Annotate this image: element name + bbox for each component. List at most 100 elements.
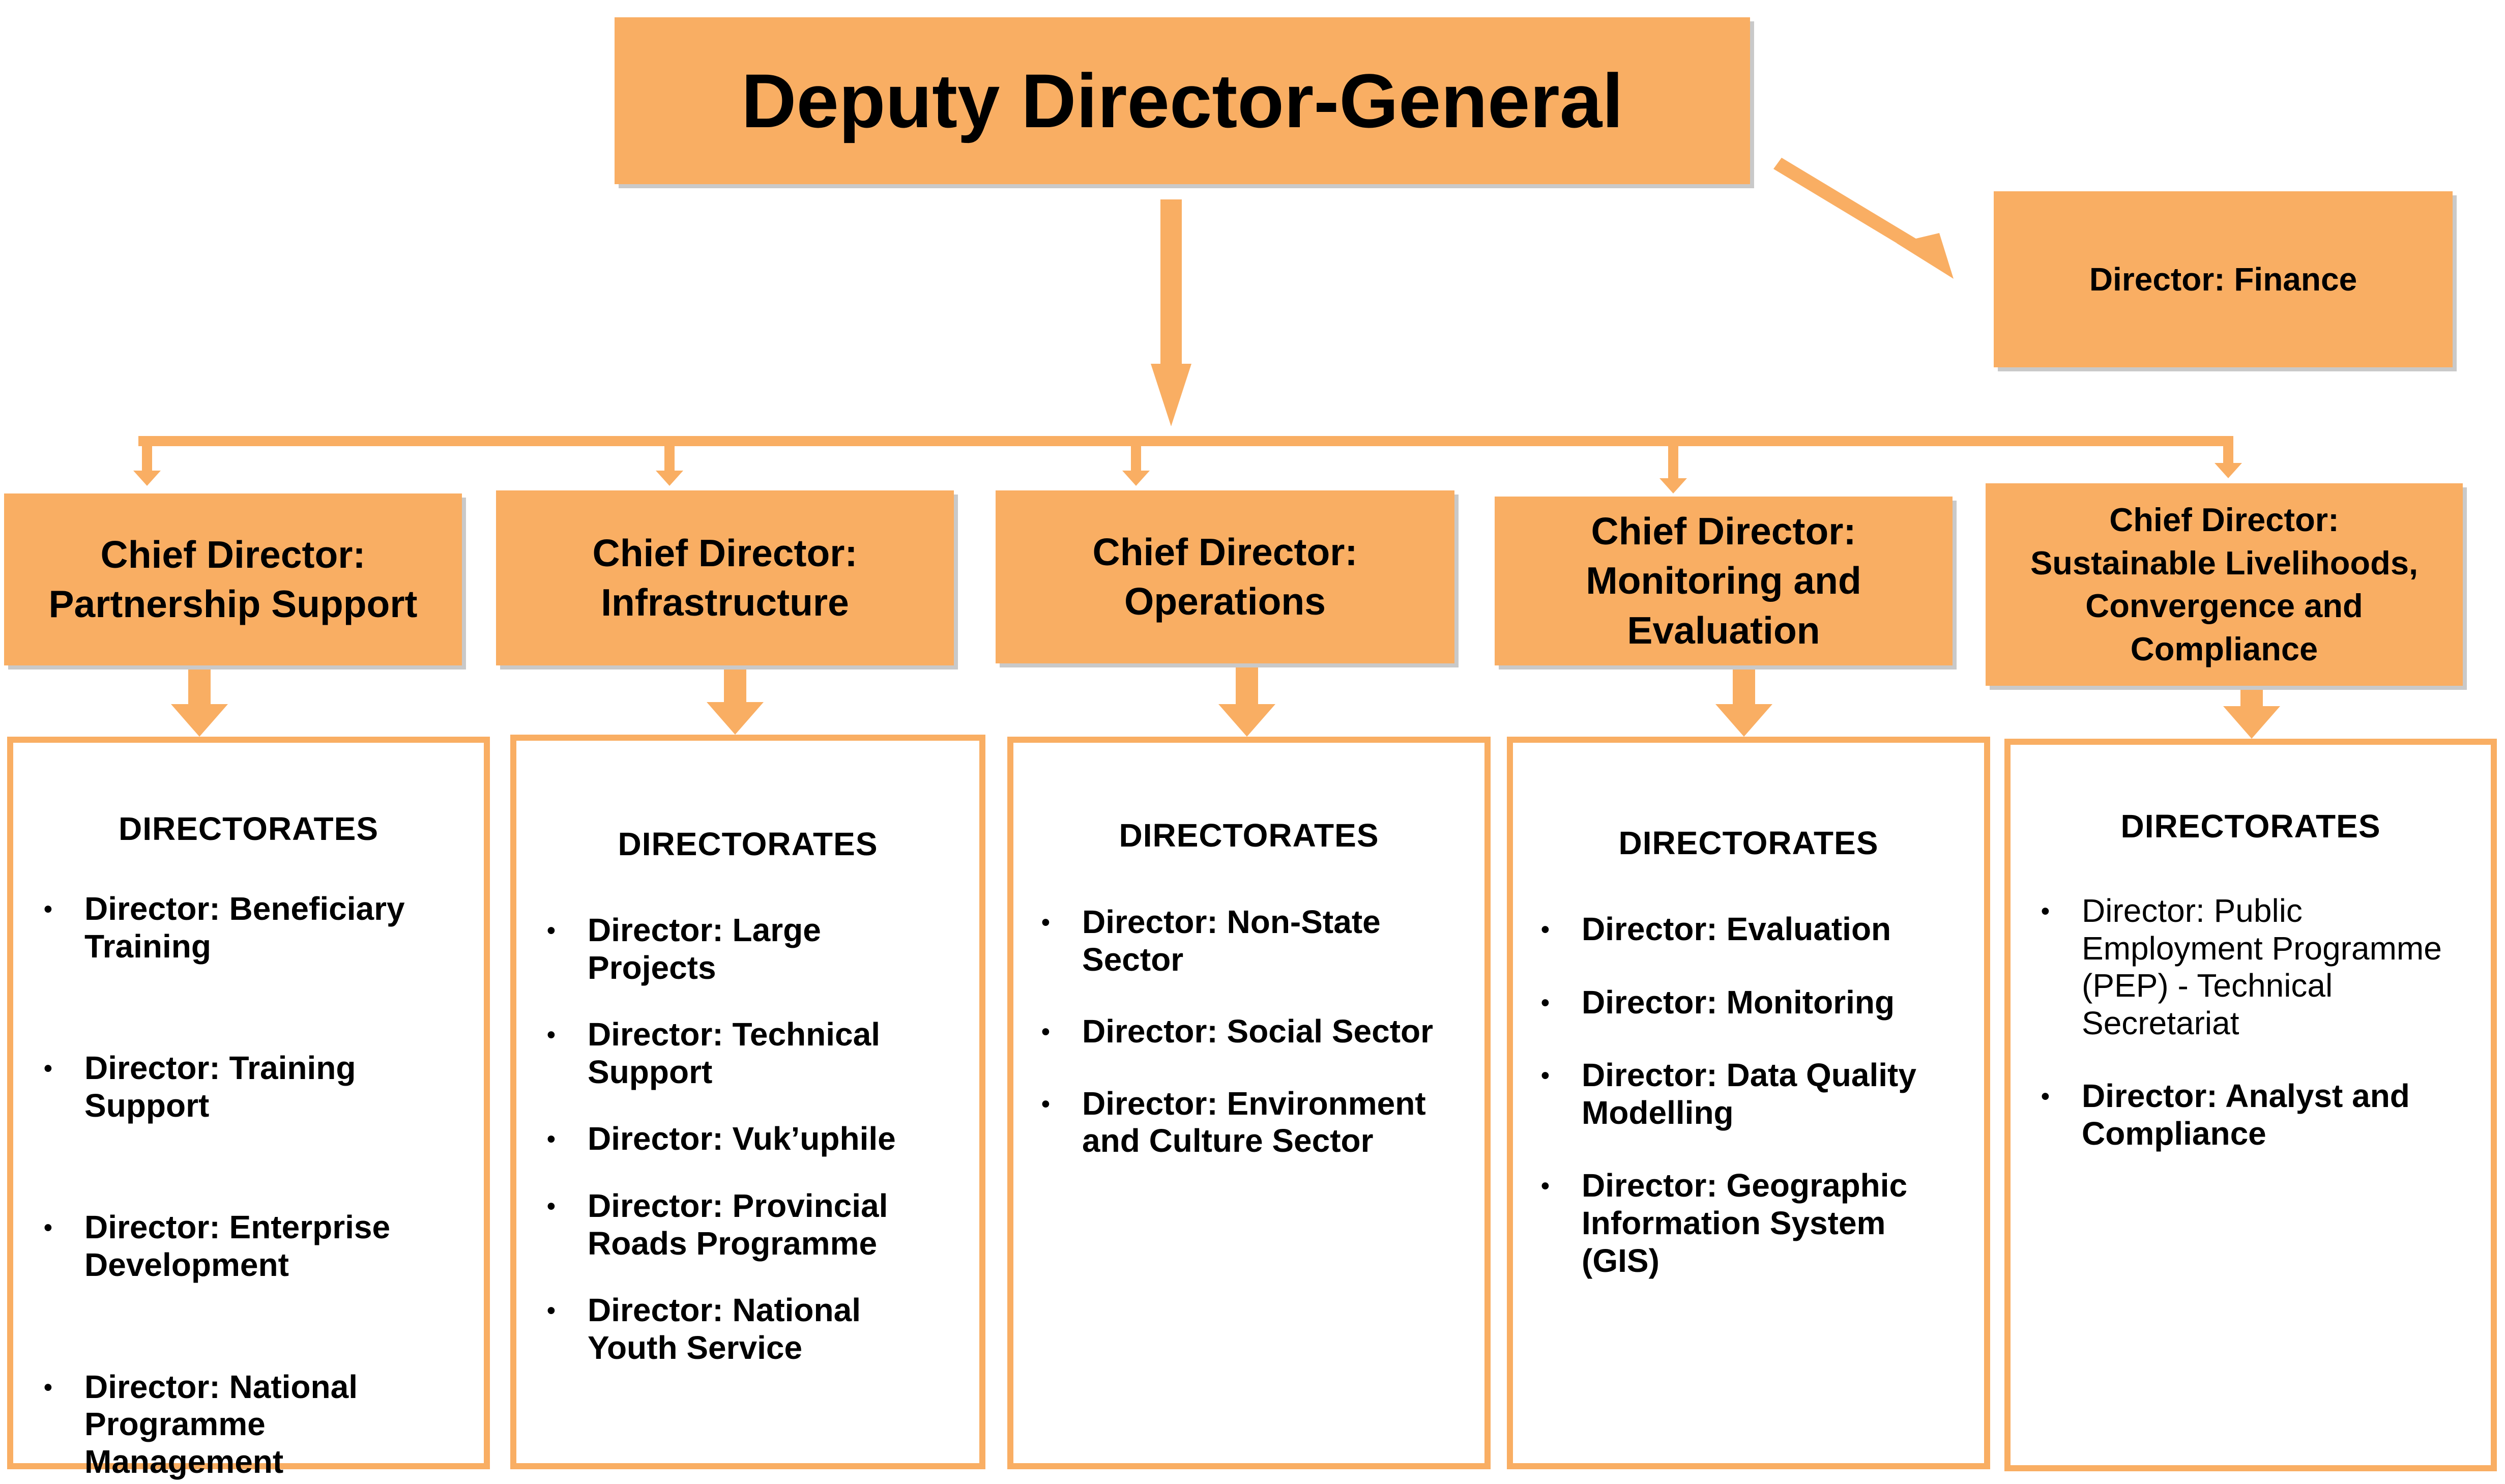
cd-5-arrow-head	[2223, 706, 2280, 739]
directorates-heading: DIRECTORATES	[1618, 825, 1879, 861]
finance-arrow-shaft	[1773, 158, 1926, 256]
directorates-list: • Director: Public Employment Programme …	[2041, 892, 2489, 1153]
drop-3-head	[1122, 471, 1150, 486]
item-line: Director: Training	[84, 1050, 356, 1087]
directorates-panel-infrastructure: DIRECTORATES • Director: Large Projects …	[510, 735, 985, 1469]
chief-director-infrastructure: Chief Director: Infrastructure	[496, 490, 954, 665]
bullet-icon: •	[1541, 1173, 1550, 1200]
directorates-heading: DIRECTORATES	[618, 826, 878, 862]
directorates-panel-partnership: DIRECTORATES • Director: Beneficiary Tra…	[7, 737, 490, 1480]
item-line: Director: Data Quality	[1582, 1057, 1916, 1094]
directorate-item: • Director: Data Quality Modelling	[1541, 1057, 1984, 1131]
item-line: and Culture Sector	[1082, 1122, 1374, 1159]
chief-director-operations: Chief Director: Operations	[996, 490, 1454, 663]
item-line: Director: Geographic	[1582, 1167, 1908, 1204]
directorate-item: • Director: Environment and Culture Sect…	[1041, 1085, 1484, 1160]
directorates-heading: DIRECTORATES	[2120, 808, 2381, 845]
drop-3-stem	[1131, 436, 1141, 474]
directorates-list: • Director: Evaluation • Director: Monit…	[1541, 911, 1984, 1279]
deputy-director-general-box: Deputy Director-General	[615, 17, 1750, 184]
directorate-item: • Director: Social Sector	[1041, 1013, 1484, 1051]
item-line: Modelling	[1582, 1094, 1734, 1131]
cd-line: Chief Director:	[100, 533, 366, 576]
item-line: Sector	[1082, 941, 1184, 978]
cd-line: Sustainable Livelihoods,	[2030, 544, 2419, 581]
bullet-icon: •	[1541, 989, 1550, 1016]
item-line: Compliance	[2082, 1115, 2266, 1152]
bullet-icon: •	[44, 1055, 52, 1083]
directorate-item: • Director: Training Support	[44, 1050, 481, 1124]
directorates-list: • Director: Large Projects • Director: T…	[547, 912, 974, 1366]
item-line: Programme	[84, 1406, 266, 1443]
director-finance-box: Director: Finance	[1994, 191, 2453, 367]
item-line: Director: Environment	[1082, 1085, 1426, 1122]
cd-line: Chief Director:	[592, 531, 858, 574]
directorate-item: • Director: Technical Support	[547, 1016, 974, 1091]
bullet-icon: •	[1041, 1019, 1050, 1046]
directorates-heading: DIRECTORATES	[1119, 817, 1379, 854]
item-line: Support	[588, 1053, 713, 1090]
bullet-icon: •	[1041, 1090, 1050, 1118]
item-line: Director: National	[588, 1292, 861, 1329]
distribution-bar	[138, 436, 2233, 446]
item-line: Employment Programme	[2082, 929, 2442, 967]
item-line: Director: National	[84, 1368, 358, 1405]
drop-5-stem	[2223, 436, 2233, 467]
cd-3-arrow-shaft	[1236, 663, 1258, 705]
bullet-icon: •	[1041, 909, 1050, 936]
directorate-item: • Director: Evaluation	[1541, 911, 1984, 948]
cd-line: Operations	[1124, 580, 1326, 623]
item-line: Support	[84, 1087, 210, 1124]
cd-1-arrow-shaft	[188, 665, 211, 705]
directorates-list: • Director: Non-State Sector • Director:…	[1041, 904, 1484, 1160]
directorate-item: • Director: Public Employment Programme …	[2041, 892, 2489, 1042]
item-line: Director: Vuk’uphile	[588, 1120, 896, 1157]
item-line: Director: Beneficiary	[84, 890, 405, 927]
main-arrow-head	[1151, 364, 1191, 426]
directorate-item: • Director: Geographic Information Syste…	[1541, 1167, 1984, 1279]
cd-4-arrow-shaft	[1733, 665, 1755, 705]
item-line: Secretariat	[2082, 1004, 2239, 1041]
item-line: Director: Monitoring	[1582, 983, 1895, 1021]
cd-5-arrow-shaft	[2240, 686, 2263, 707]
item-line: Director: Enterprise	[84, 1209, 391, 1246]
item-line: Director: Provincial	[588, 1187, 888, 1224]
bullet-icon: •	[1541, 1062, 1550, 1090]
directorate-item: • Director: Beneficiary Training	[44, 890, 481, 965]
directorate-item: • Director: National Programme Managemen…	[44, 1368, 481, 1481]
cd-line: Monitoring and	[1586, 559, 1861, 602]
item-line: Projects	[588, 949, 716, 986]
item-line: Training	[84, 927, 211, 965]
drop-4-stem	[1668, 436, 1678, 482]
cd-line: Chief Director:	[2109, 501, 2339, 538]
cd-line: Convergence and	[2085, 587, 2363, 624]
item-line: Youth Service	[588, 1329, 803, 1366]
directorate-item: • Director: Large Projects	[547, 912, 974, 986]
drop-2-head	[656, 471, 683, 486]
cd-line: Compliance	[2130, 630, 2318, 667]
directorate-item: • Director: Vuk’uphile	[547, 1120, 974, 1158]
cd-4-arrow-head	[1715, 704, 1772, 737]
bullet-icon: •	[547, 1126, 556, 1153]
directorate-item: • Director: Non-State Sector	[1041, 904, 1484, 978]
bullet-icon: •	[547, 917, 556, 944]
drop-1-head	[133, 471, 161, 486]
chief-director-sustainable-livelihoods: Chief Director: Sustainable Livelihoods,…	[1986, 483, 2463, 686]
item-line: Director: Non-State	[1082, 904, 1381, 940]
cd-line: Chief Director:	[1092, 530, 1358, 573]
directorate-item: • Director: National Youth Service	[547, 1292, 974, 1366]
bullet-icon: •	[547, 1022, 556, 1049]
finance-arrow-head	[1897, 233, 1954, 279]
directorate-item: • Director: Analyst and Compliance	[2041, 1078, 2489, 1152]
directorate-item: • Director: Provincial Roads Programme	[547, 1187, 974, 1262]
cd-line: Partnership Support	[48, 583, 418, 625]
chief-director-monitoring-evaluation: Chief Director: Monitoring and Evaluatio…	[1495, 497, 1953, 665]
main-arrow-shaft	[1160, 199, 1182, 365]
directorates-list: • Director: Beneficiary Training • Direc…	[44, 890, 481, 1481]
ddg-title: Deputy Director-General	[741, 57, 1623, 143]
cd-line: Infrastructure	[601, 581, 849, 624]
bullet-icon: •	[547, 1297, 556, 1325]
finance-title: Director: Finance	[2089, 261, 2357, 298]
